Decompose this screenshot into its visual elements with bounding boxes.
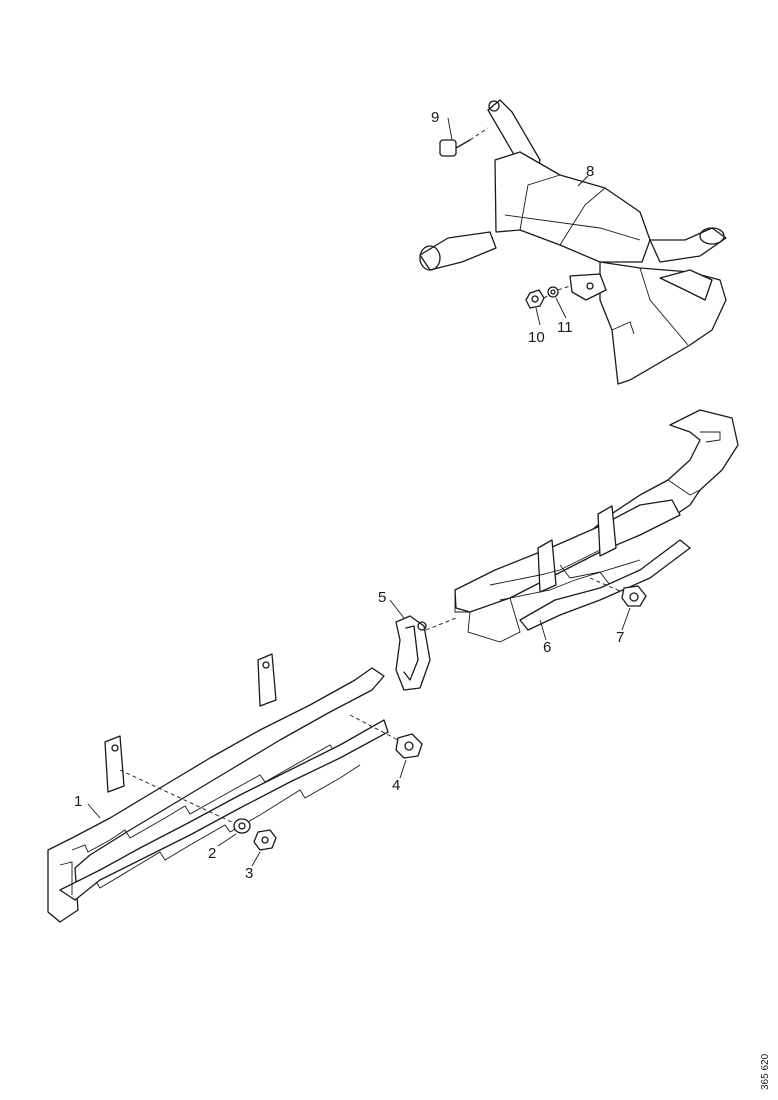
- callout-7: 7: [616, 629, 624, 646]
- callout-3: 3: [245, 865, 253, 882]
- callout-10: 10: [528, 329, 545, 346]
- callout-6: 6: [543, 639, 551, 656]
- upper-bracket-assembly: [419, 99, 727, 385]
- callout-9: 9: [431, 109, 439, 126]
- washer-2: [119, 769, 251, 834]
- callout-2: 2: [208, 845, 216, 862]
- bolt-7: [589, 577, 647, 607]
- front-tray-part-1: [47, 653, 389, 923]
- callout-11: 11: [557, 319, 573, 336]
- bolt-4: [349, 714, 423, 759]
- figure-reference-number: 365 620: [760, 1053, 771, 1090]
- washer-11: [547, 286, 559, 298]
- callout-5: 5: [378, 589, 386, 606]
- clip-5: [395, 615, 457, 691]
- leader-lines: [87, 117, 631, 867]
- rear-tray-part-6: [454, 409, 739, 643]
- bolt-9: [439, 127, 489, 157]
- callout-labels: 1 2 3 4 5 6 7 8 9 10 11: [74, 109, 624, 882]
- callout-4: 4: [392, 777, 400, 794]
- nut-10: [525, 289, 545, 309]
- callout-8: 8: [586, 163, 594, 180]
- nut-3: [253, 829, 277, 851]
- callout-1: 1: [74, 793, 82, 810]
